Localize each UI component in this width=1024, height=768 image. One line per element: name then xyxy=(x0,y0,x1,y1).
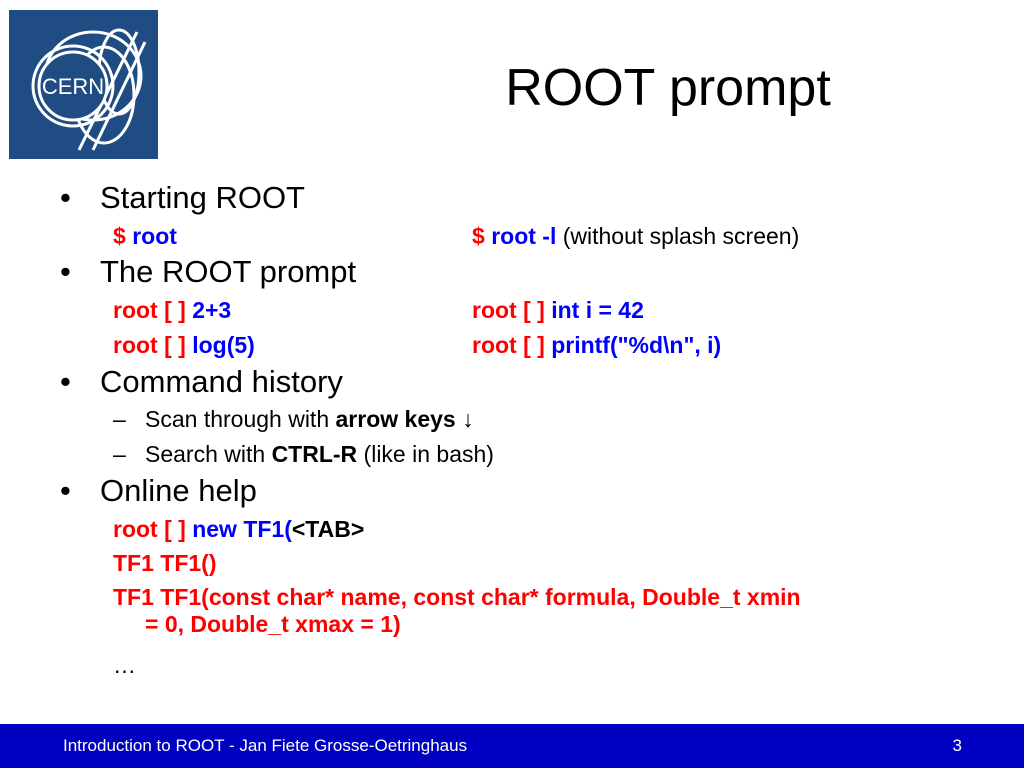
dollar-sign: $ xyxy=(472,223,485,249)
cern-logo-icon: CERN xyxy=(9,10,158,159)
code-text: printf("%d\n", i) xyxy=(551,332,722,358)
tab-key-text: <TAB> xyxy=(291,516,365,542)
arrow-down-icon: ↓ xyxy=(462,406,474,432)
sub-bullet-dash: – xyxy=(113,406,126,432)
bullet-root-prompt: • The ROOT prompt xyxy=(60,254,356,290)
prompt-line: root [ ] 2+3 xyxy=(113,295,231,325)
footer-bar: Introduction to ROOT - Jan Fiete Grosse-… xyxy=(0,724,1024,768)
code-text: int i = 42 xyxy=(551,297,644,323)
sub-bullet-ctrl-r: –Search with CTRL-R (like in bash) xyxy=(113,439,494,469)
help-line-tf1-signature: TF1 TF1(const char* name, const char* fo… xyxy=(113,584,993,638)
bullet-starting-root: • Starting ROOT xyxy=(60,180,305,216)
code-text: new TF1( xyxy=(192,516,292,542)
bullet-label: Command history xyxy=(100,364,343,399)
bullet-dot: • xyxy=(60,254,71,289)
code-text: log(5) xyxy=(192,332,255,358)
bullet-label: Starting ROOT xyxy=(100,180,305,215)
bullet-online-help: • Online help xyxy=(60,473,257,509)
command-root: $ root xyxy=(113,221,177,251)
prompt-line: root [ ] printf("%d\n", i) xyxy=(472,330,721,360)
prompt-text: root [ ] xyxy=(113,516,186,542)
command-text: root -l xyxy=(491,223,557,249)
prompt-text: root [ ] xyxy=(113,332,186,358)
command-note: (without splash screen) xyxy=(562,223,800,249)
prompt-text: root [ ] xyxy=(472,297,545,323)
sub-bullet-bold: arrow keys xyxy=(335,406,456,432)
sub-bullet-text: (like in bash) xyxy=(363,441,494,467)
sub-bullet-text: Search with xyxy=(145,441,266,467)
command-text: root xyxy=(132,223,177,249)
prompt-text: root [ ] xyxy=(113,297,186,323)
bullet-dot: • xyxy=(60,473,71,508)
bullet-dot: • xyxy=(60,364,71,399)
bullet-command-history: • Command history xyxy=(60,364,343,400)
dollar-sign: $ xyxy=(113,223,126,249)
help-line-new-tf1: root [ ] new TF1(<TAB> xyxy=(113,514,364,544)
prompt-line: root [ ] log(5) xyxy=(113,330,255,360)
bullet-label: The ROOT prompt xyxy=(100,254,357,289)
sub-bullet-arrow-keys: –Scan through with arrow keys ↓ xyxy=(113,404,474,434)
code-text: 2+3 xyxy=(192,297,232,323)
prompt-text: root [ ] xyxy=(472,332,545,358)
signature-line-1: TF1 TF1(const char* name, const char* fo… xyxy=(113,584,801,610)
cern-logo: CERN xyxy=(9,10,158,159)
ellipsis: … xyxy=(113,652,136,678)
sub-bullet-bold: CTRL-R xyxy=(271,441,358,467)
slide-title: ROOT prompt xyxy=(200,52,1024,124)
command-root-l: $ root -l (without splash screen) xyxy=(472,221,799,251)
logo-text: CERN xyxy=(42,74,104,99)
sub-bullet-text: Scan through with xyxy=(145,406,330,432)
bullet-label: Online help xyxy=(100,473,257,508)
help-line-tf1-default: TF1 TF1() xyxy=(113,550,217,576)
footer-text: Introduction to ROOT - Jan Fiete Grosse-… xyxy=(63,736,468,755)
page-number: 3 xyxy=(952,736,962,755)
prompt-line: root [ ] int i = 42 xyxy=(472,295,644,325)
slide-title-text: ROOT prompt xyxy=(505,59,831,117)
sub-bullet-dash: – xyxy=(113,441,126,467)
bullet-dot: • xyxy=(60,180,71,215)
signature-line-2: = 0, Double_t xmax = 1) xyxy=(145,611,401,637)
